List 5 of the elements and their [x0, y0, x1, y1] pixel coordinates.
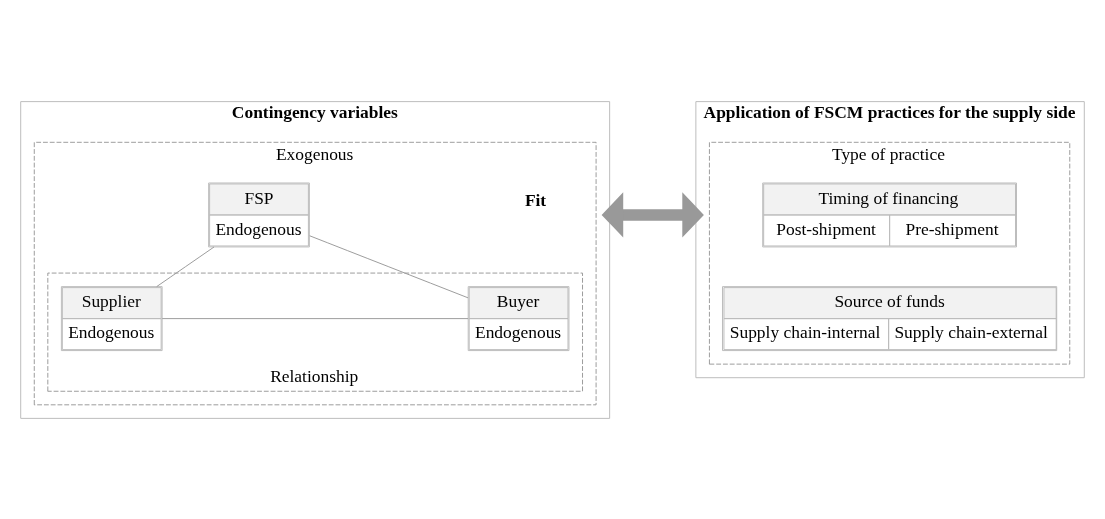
edge-label: Fit: [524, 189, 547, 210]
arrow: [601, 191, 704, 238]
connector: [309, 234, 469, 298]
connector: [161, 317, 469, 319]
connector: [156, 246, 215, 287]
